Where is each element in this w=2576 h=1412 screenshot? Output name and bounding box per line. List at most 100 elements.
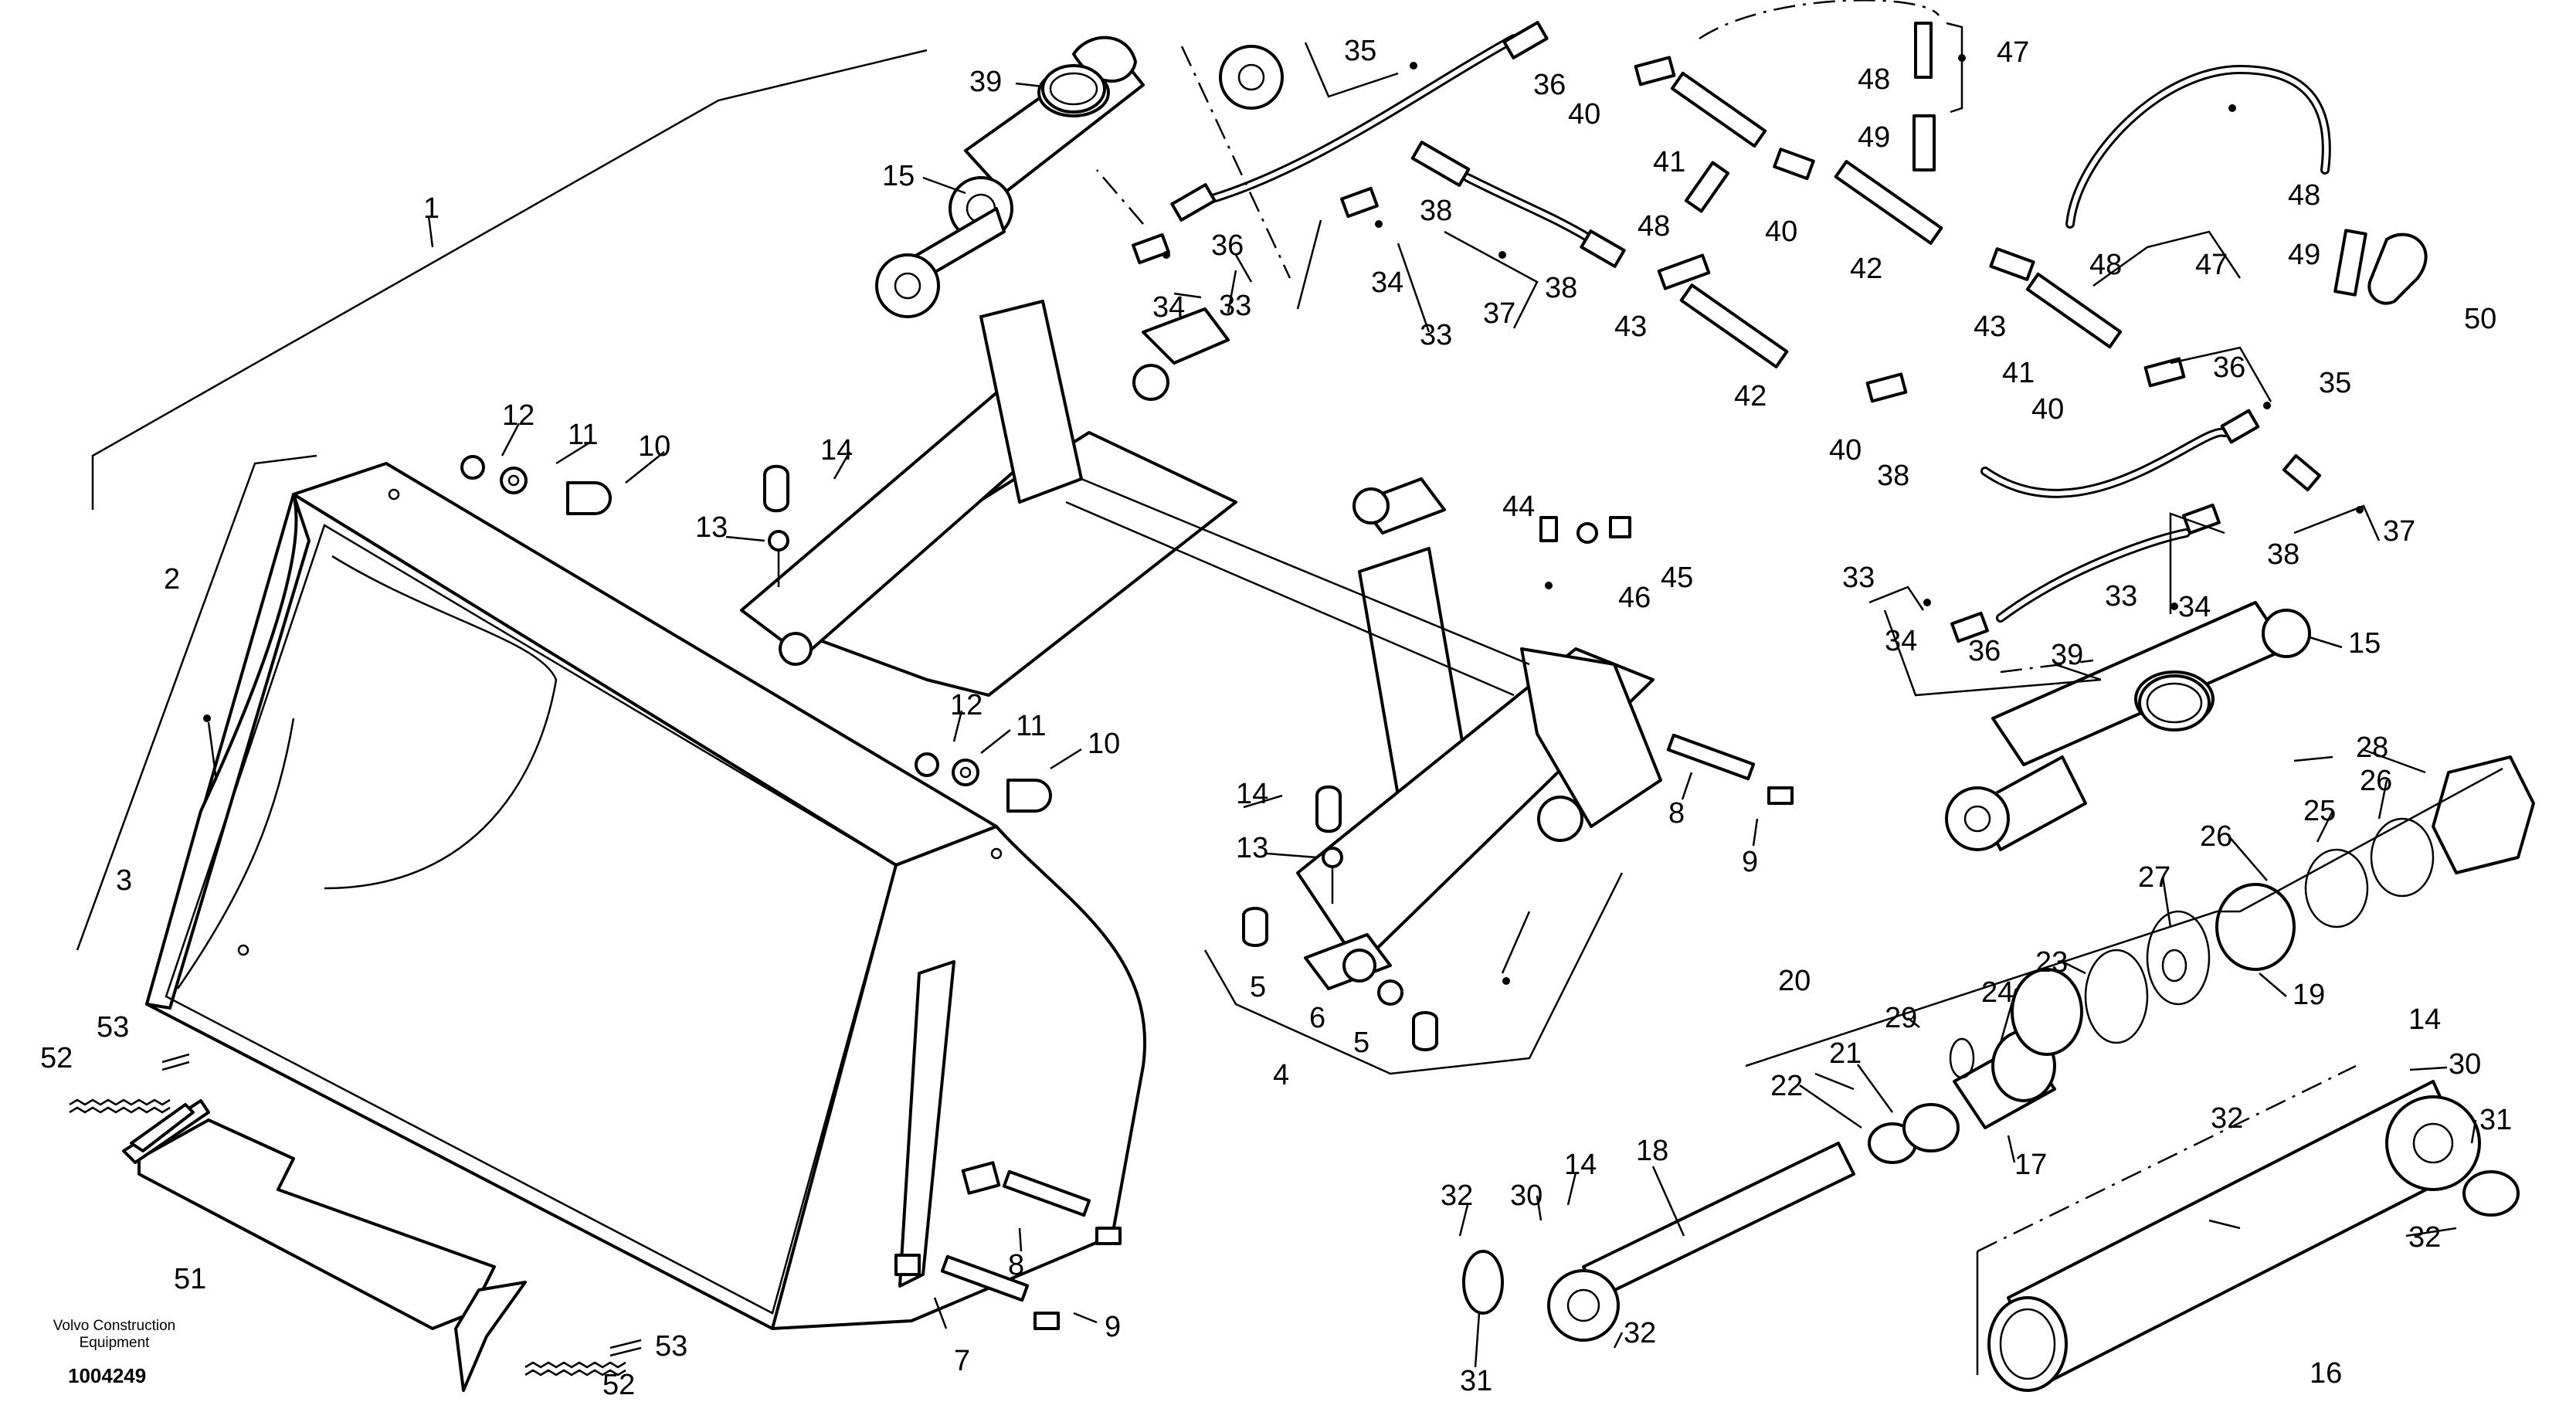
bucket-part xyxy=(145,462,1146,1330)
callout-41a: 41 xyxy=(1653,146,1685,178)
leader-lines xyxy=(76,0,2503,1375)
callout-11b: 11 xyxy=(1016,710,1046,742)
callout-49b: 49 xyxy=(2288,239,2320,271)
callout-31a: 31 xyxy=(2479,1104,2512,1136)
callout-44: 44 xyxy=(1502,490,1535,523)
callout-30a: 30 xyxy=(2449,1048,2481,1081)
callout-33d: 33 xyxy=(2105,580,2137,613)
callout-48c: 48 xyxy=(2288,179,2320,212)
callout-37b: 37 xyxy=(2383,515,2415,548)
callout-40b: 40 xyxy=(1765,216,1797,248)
callout-36c: 36 xyxy=(2213,351,2245,384)
callout-2: 2 xyxy=(164,563,180,596)
callout-9b: 9 xyxy=(1105,1311,1121,1343)
callout-17: 17 xyxy=(2014,1149,2047,1181)
callout-20: 20 xyxy=(1778,965,1811,997)
callout-28: 28 xyxy=(2356,731,2388,764)
callout-33c: 33 xyxy=(1842,562,1875,594)
callout-38c: 38 xyxy=(1877,460,1909,492)
callout-12b: 12 xyxy=(950,689,983,721)
callout-36a: 36 xyxy=(1533,69,1566,101)
callout-48d: 48 xyxy=(2089,249,2122,281)
callout-19: 19 xyxy=(2293,979,2325,1011)
hydraulic-fittings xyxy=(1132,21,2428,643)
callout-15b: 15 xyxy=(2348,627,2381,660)
callout-51: 51 xyxy=(174,1263,206,1295)
callout-39a: 39 xyxy=(969,66,1002,98)
callout-3: 3 xyxy=(116,864,132,897)
hardware-10-11-12 xyxy=(460,455,1052,813)
callout-8a: 8 xyxy=(1668,797,1685,830)
callout-5a: 5 xyxy=(1250,971,1266,1003)
callout-38b: 38 xyxy=(1545,272,1577,304)
callout-32d: 32 xyxy=(1624,1317,1656,1349)
callout-34c: 34 xyxy=(1885,625,1917,657)
callout-32c: 32 xyxy=(1441,1179,1473,1212)
callout-36b: 36 xyxy=(1211,229,1244,262)
callout-21: 21 xyxy=(1829,1037,1862,1070)
callout-38a: 38 xyxy=(1420,195,1452,227)
callout-14c: 14 xyxy=(1564,1149,1597,1181)
callout-18: 18 xyxy=(1636,1135,1668,1167)
callout-43b: 43 xyxy=(1974,311,2006,343)
callout-34a: 34 xyxy=(1152,291,1185,324)
callout-40d: 40 xyxy=(2031,393,2064,426)
quick-coupler-frame xyxy=(740,300,1662,990)
callout-24: 24 xyxy=(1981,976,2014,1009)
callout-16: 16 xyxy=(2310,1357,2342,1390)
callout-32b: 32 xyxy=(2408,1221,2441,1254)
callout-14a: 14 xyxy=(820,434,853,467)
callout-34b: 34 xyxy=(1371,266,1403,299)
reference-dots xyxy=(203,54,2364,985)
callout-48b: 48 xyxy=(1638,210,1670,243)
callout-22: 22 xyxy=(1770,1070,1803,1102)
callout-32a: 32 xyxy=(2211,1102,2243,1135)
callout-10a: 10 xyxy=(638,430,670,463)
brand-line-1: Volvo Construction xyxy=(53,1318,175,1334)
hydraulic-hoses xyxy=(1200,34,2331,623)
callout-41b: 41 xyxy=(2002,357,2035,389)
callout-26b: 26 xyxy=(2200,820,2232,853)
callout-7: 7 xyxy=(954,1345,970,1377)
callout-35a: 35 xyxy=(1344,35,1376,67)
callout-38d: 38 xyxy=(2267,538,2299,571)
hose-clamps xyxy=(1041,64,2211,731)
callout-48a: 48 xyxy=(1858,63,1890,96)
callout-1: 1 xyxy=(423,192,440,225)
callout-37a: 37 xyxy=(1483,297,1515,330)
callout-36d: 36 xyxy=(1968,635,2001,667)
callout-25: 25 xyxy=(2303,795,2336,827)
coupler-small-parts xyxy=(763,464,1794,1330)
callout-labels: 1 2 3 4 5 5 6 7 8 8 9 9 10 10 11 11 12 1… xyxy=(40,35,2512,1401)
callout-52a: 52 xyxy=(40,1042,73,1074)
callout-53b: 53 xyxy=(655,1330,687,1363)
drawing-number: 1004249 xyxy=(68,1364,146,1387)
callout-46: 46 xyxy=(1618,582,1651,614)
callout-10b: 10 xyxy=(1088,728,1120,760)
callout-15a: 15 xyxy=(882,160,915,192)
callout-33a: 33 xyxy=(1219,290,1251,322)
drawing-footer: Volvo Construction Equipment 1004249 xyxy=(53,1318,175,1387)
callout-8b: 8 xyxy=(1008,1249,1024,1281)
callout-53a: 53 xyxy=(97,1011,129,1044)
callout-42b: 42 xyxy=(1734,380,1767,412)
tilt-cylinder-lower xyxy=(1945,601,2311,851)
callout-47b: 47 xyxy=(2195,249,2228,281)
callout-50: 50 xyxy=(2464,303,2496,335)
callout-47a: 47 xyxy=(1997,36,2029,69)
callout-40a: 40 xyxy=(1568,98,1600,131)
callout-9a: 9 xyxy=(1742,846,1758,878)
callout-43a: 43 xyxy=(1614,311,1647,343)
wear-plate-part xyxy=(122,1099,527,1392)
callout-connectors xyxy=(501,82,2477,1368)
callout-45: 45 xyxy=(1661,562,1693,594)
callout-39b: 39 xyxy=(2051,639,2083,671)
callout-5b: 5 xyxy=(1353,1027,1369,1059)
callout-34d: 34 xyxy=(2178,591,2211,623)
callout-31b: 31 xyxy=(1460,1365,1492,1397)
callout-49a: 49 xyxy=(1858,121,1890,154)
callout-6: 6 xyxy=(1309,1002,1325,1034)
callout-40c: 40 xyxy=(1829,434,1862,467)
